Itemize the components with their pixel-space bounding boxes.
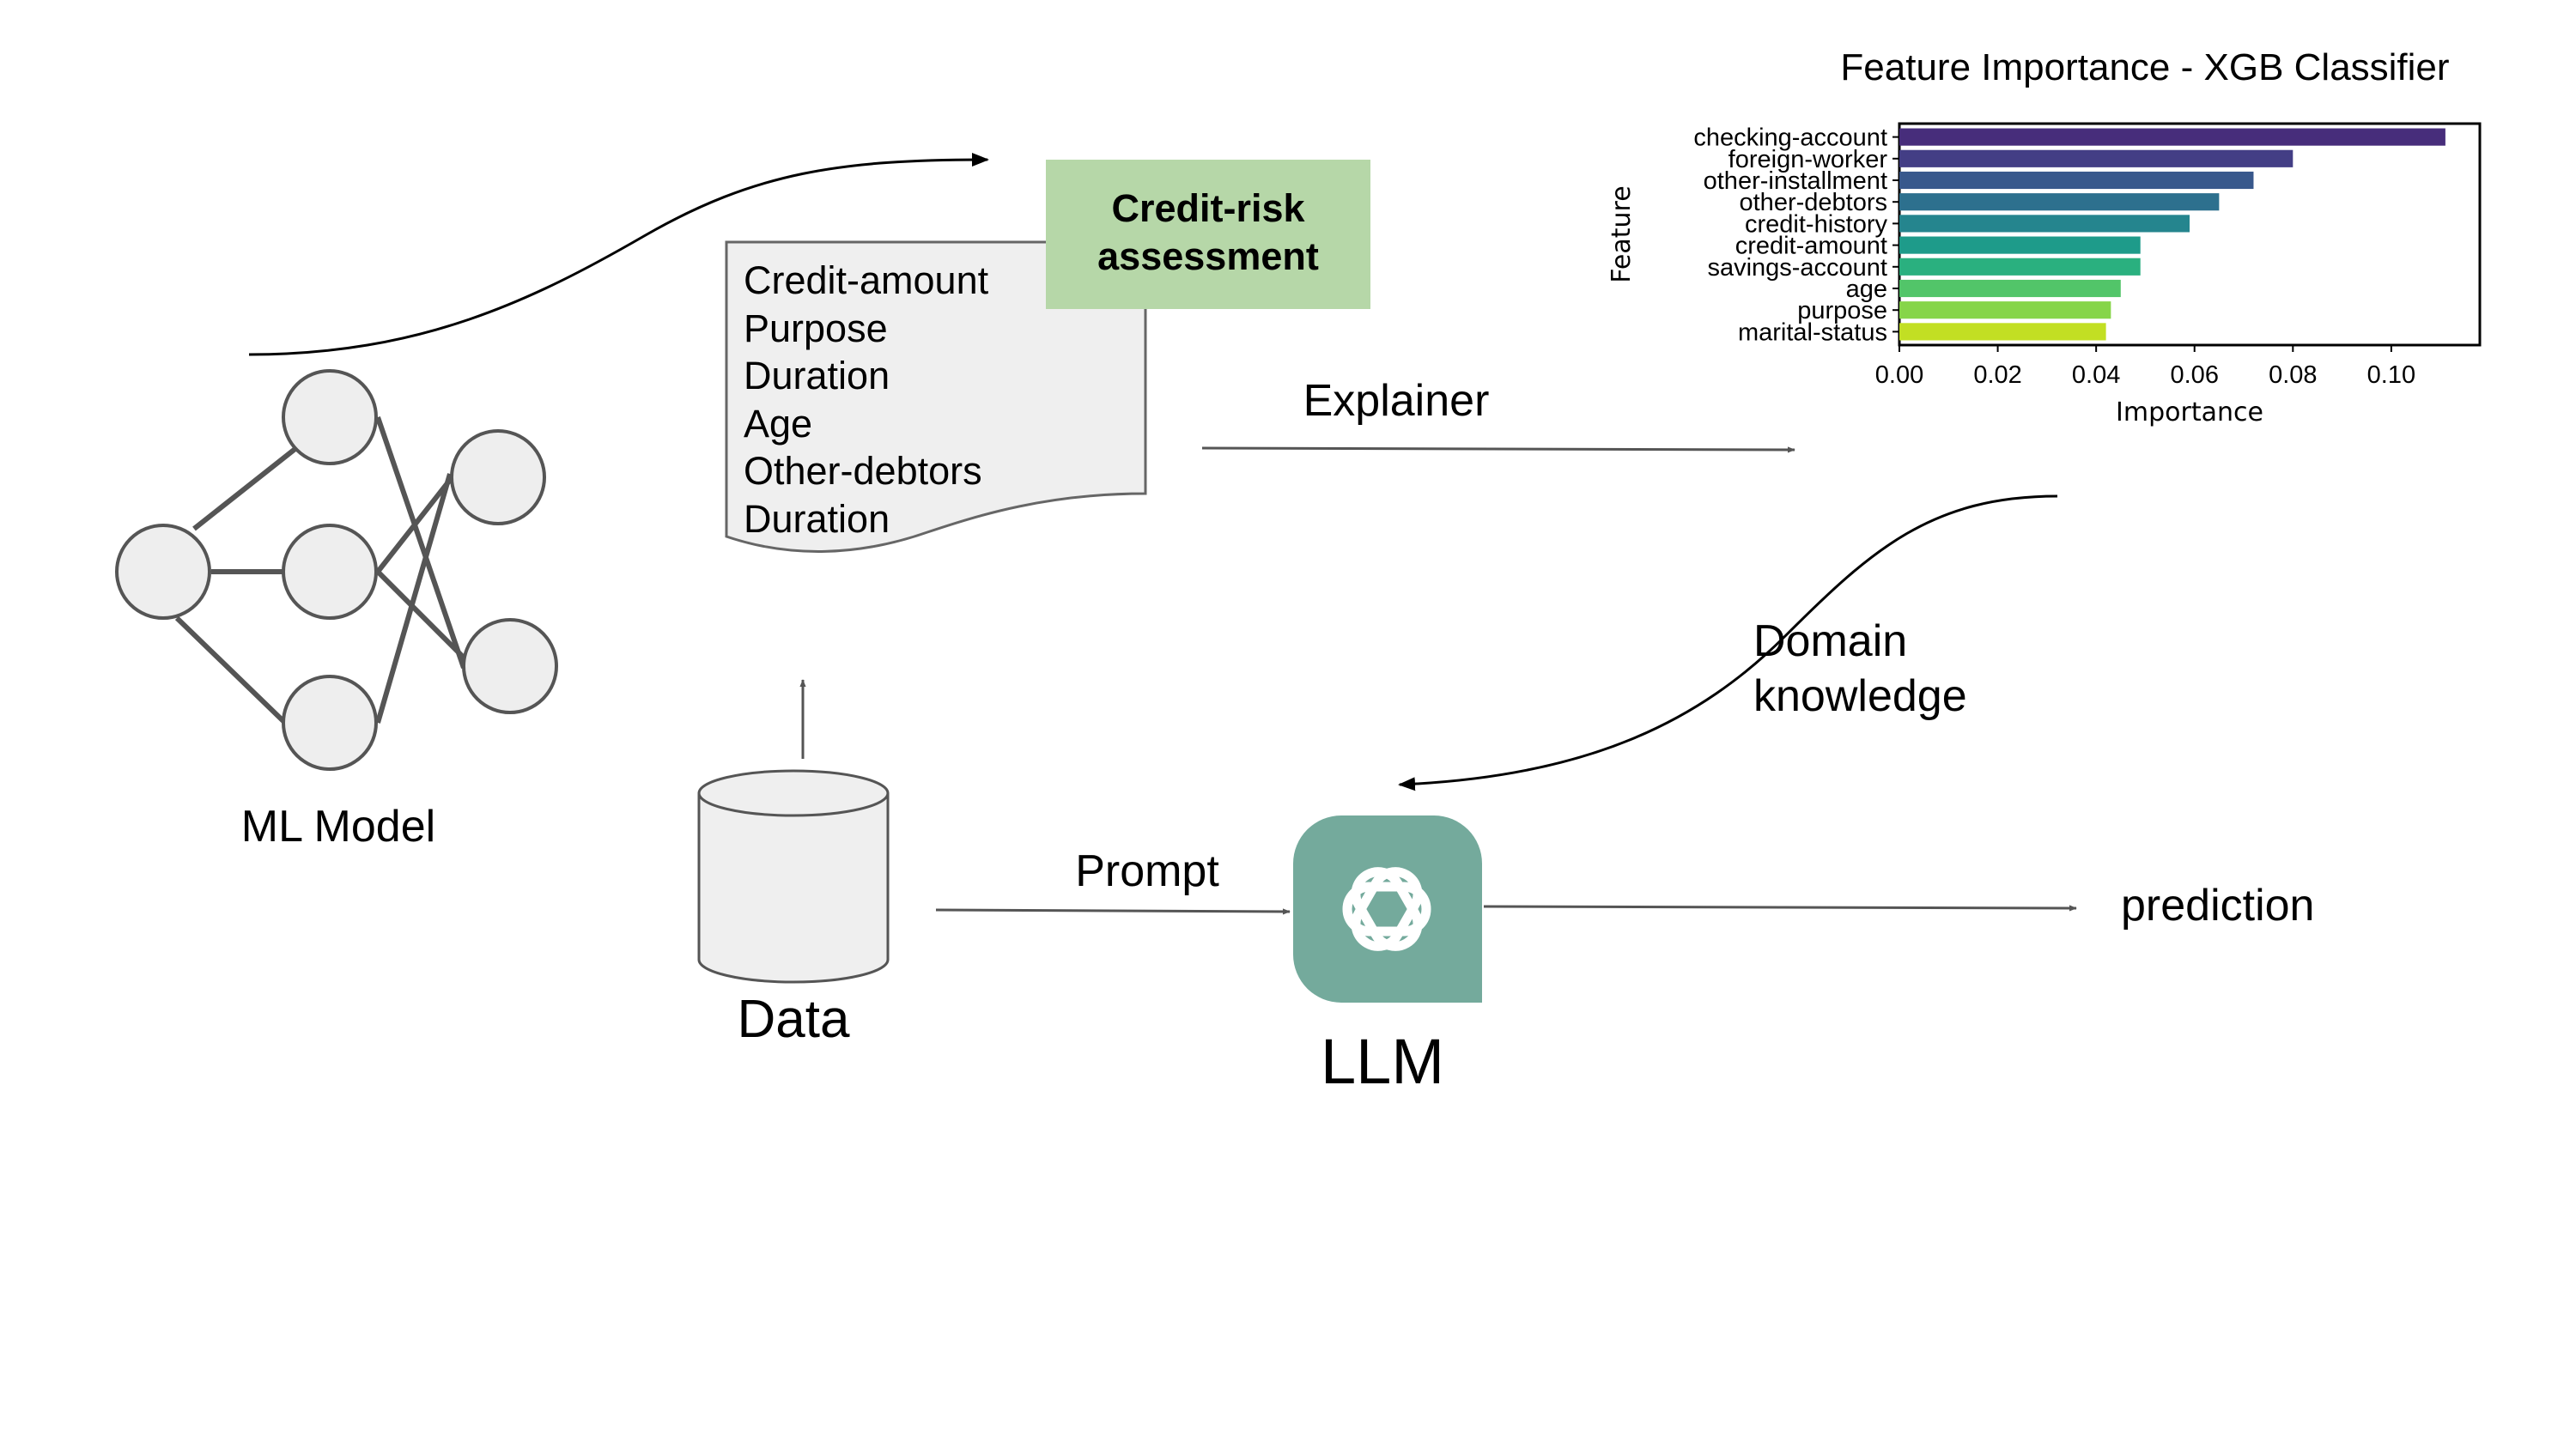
network-edge (375, 416, 466, 669)
network-edges (174, 416, 466, 725)
database-cylinder-top (697, 769, 890, 817)
badge-title-line2: assessment (1097, 234, 1319, 278)
chart-category-label: checking-account (1693, 124, 1887, 152)
chart-bar (1899, 279, 2121, 298)
credit-document: Credit-amount Purpose Duration Age Other… (725, 160, 1370, 553)
chart-category-label: other-debtors (1740, 189, 1888, 216)
credit-risk-badge (1046, 160, 1370, 309)
domain-knowledge-arrow (1398, 494, 2058, 791)
document-line: Duration (744, 497, 890, 541)
llm-icon-background (1293, 815, 1482, 1003)
domain-knowledge-label-2: knowledge (1753, 671, 1967, 721)
chart-x-axis-label: Importance (2116, 397, 2263, 427)
chart-bar (1899, 193, 2220, 211)
chart-plot-frame (1898, 122, 2482, 347)
network-node-hidden-3 (282, 675, 378, 771)
chart-bars (1899, 128, 2445, 341)
prompt-label: Prompt (1075, 846, 1219, 896)
chart-category-label: other-installment (1704, 167, 1887, 195)
chart-x-tick-label: 0.02 (1973, 361, 2021, 389)
chart-category-label: marital-status (1738, 318, 1887, 346)
ml-model-network: ML Model (115, 369, 558, 852)
chart-x-tick-label: 0.08 (2269, 361, 2317, 389)
chart-bar (1899, 258, 2141, 276)
document-lines: Credit-amount Purpose Duration Age Other… (744, 258, 989, 541)
chart-bar (1899, 323, 2106, 341)
document-line: Credit-amount (744, 258, 989, 302)
explainer-arrow (1201, 446, 1795, 453)
document-shape (725, 240, 1147, 553)
chart-bar (1899, 301, 2111, 319)
network-node-output-2 (462, 618, 558, 714)
chart-category-label: credit-history (1745, 210, 1887, 238)
openai-knot-icon (1342, 867, 1431, 951)
badge-title-line1: Credit-risk (1111, 186, 1305, 230)
chart-bar (1899, 215, 2190, 233)
data-label: Data (738, 990, 850, 1049)
chart-bar (1899, 236, 2141, 254)
llm-label: LLM (1321, 1026, 1444, 1097)
chart-y-axis-label: Feature (1607, 185, 1637, 282)
chart-category-label: foreign-worker (1728, 146, 1888, 173)
chart-category-label: age (1846, 276, 1887, 303)
document-line: Age (744, 402, 812, 446)
prediction-arrow (1483, 905, 2077, 912)
chart-x-ticks: 0.00 0.02 0.04 0.06 0.08 0.10 (1875, 345, 2415, 389)
chart-x-tick-label: 0.06 (2171, 361, 2219, 389)
model-to-document-arrow (248, 153, 989, 356)
data-store: Data (697, 679, 890, 1049)
prompt-arrow (935, 908, 1291, 915)
chart-category-label: credit-amount (1735, 233, 1887, 260)
domain-knowledge-label-1: Domain (1753, 616, 1907, 666)
chart-category-label: purpose (1797, 297, 1887, 324)
network-edge (174, 615, 288, 725)
network-edge (375, 473, 453, 724)
network-edge (192, 442, 302, 531)
document-line: Duration (744, 354, 890, 397)
network-node-hidden-2 (282, 524, 378, 620)
network-node-hidden-1 (282, 369, 378, 465)
feature-importance-chart: Feature Importance - XGB Classifier chec… (1607, 46, 2482, 427)
chart-bar (1899, 128, 2445, 146)
chart-x-tick-label: 0.10 (2367, 361, 2415, 389)
explainer-label: Explainer (1303, 376, 1490, 426)
chart-bar (1899, 149, 2293, 167)
network-edge (375, 474, 456, 573)
document-line: Purpose (744, 306, 888, 350)
network-edge (375, 569, 466, 660)
chart-category-label: savings-account (1707, 254, 1887, 282)
chart-bar (1899, 171, 2254, 190)
network-node-output-1 (450, 429, 546, 525)
document-line: Other-debtors (744, 449, 982, 493)
chart-x-tick-label: 0.04 (2072, 361, 2120, 389)
chart-category-labels: checking-accountforeign-workerother-inst… (1693, 124, 1899, 346)
ml-model-label: ML Model (241, 802, 435, 852)
chart-x-tick-label: 0.00 (1875, 361, 1923, 389)
network-node-input (115, 524, 211, 620)
database-cylinder-icon (697, 793, 890, 984)
llm-block: LLM (1293, 815, 1482, 1097)
prediction-label: prediction (2121, 881, 2314, 931)
chart-title: Feature Importance - XGB Classifier (1840, 46, 2449, 88)
